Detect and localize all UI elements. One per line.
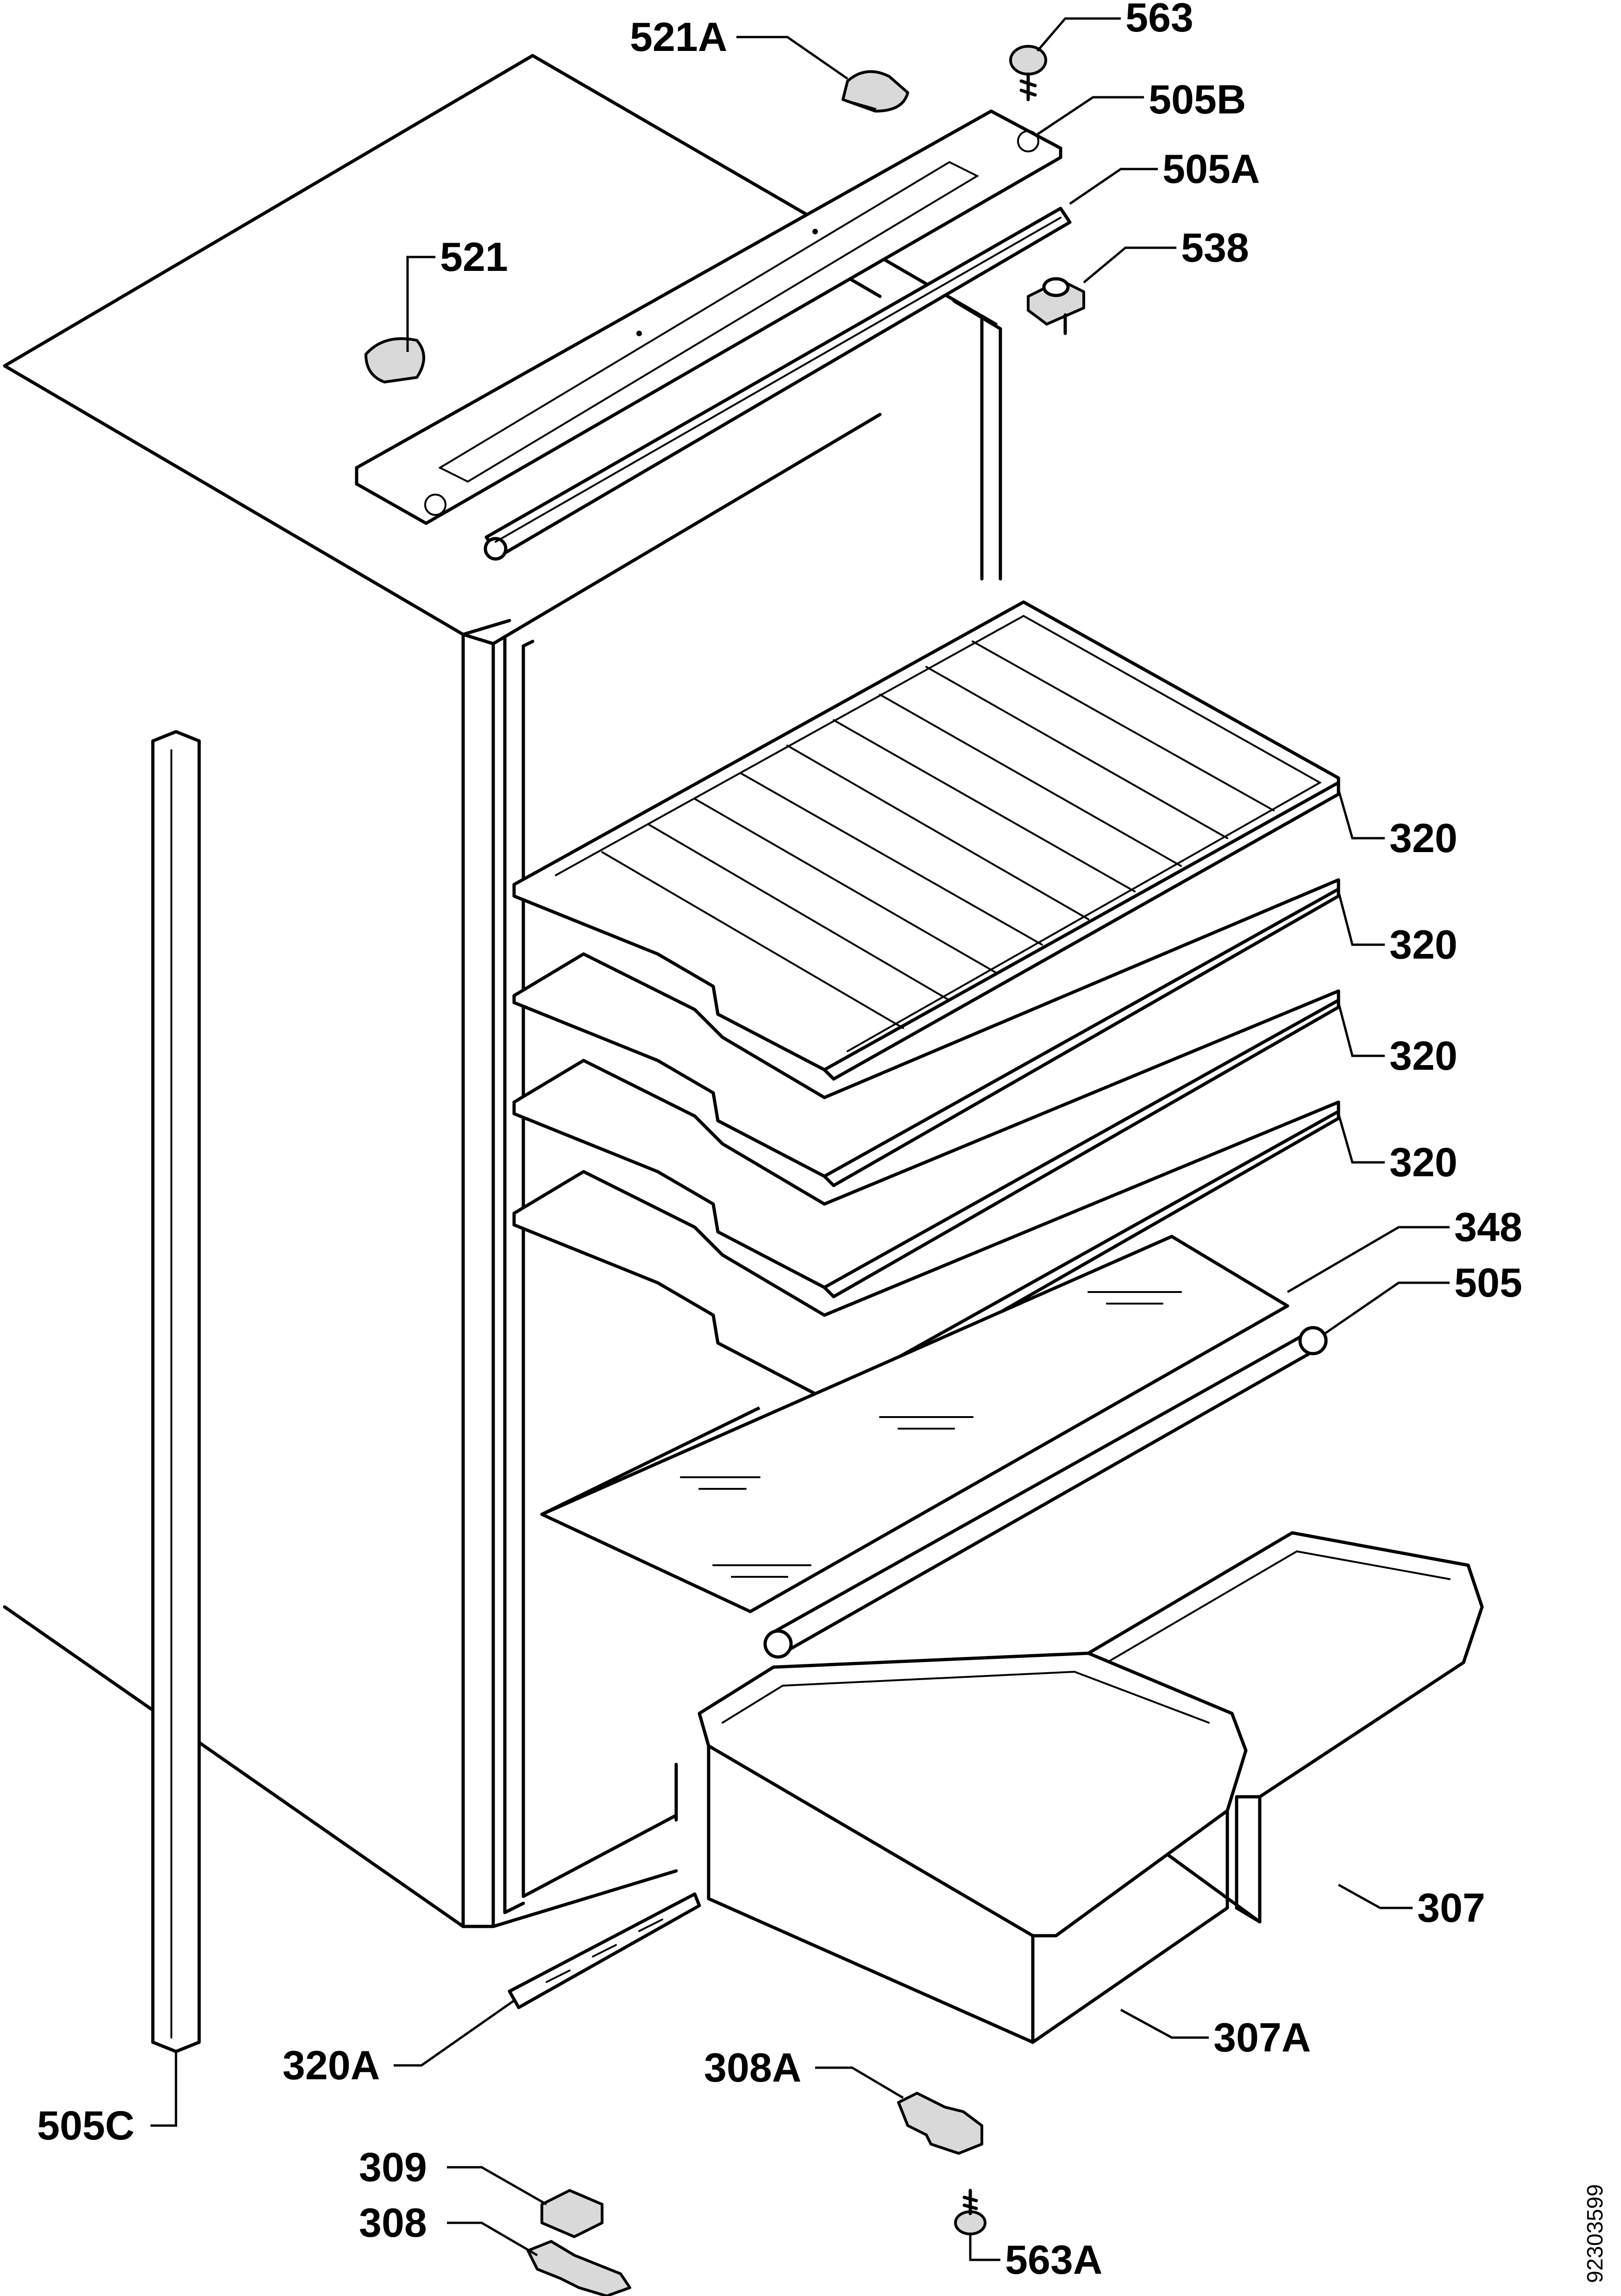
screw-563a xyxy=(954,2189,986,2235)
glass-plate-348 xyxy=(540,1235,1289,1613)
label-309: 309 xyxy=(359,2144,427,2190)
rail-320a xyxy=(508,1892,701,2009)
document-number: 92303599 xyxy=(1583,2184,1608,2283)
label-563: 563 xyxy=(1125,0,1194,40)
block-309 xyxy=(540,2189,603,2238)
label-320-3: 320 xyxy=(1389,1033,1458,1079)
label-348: 348 xyxy=(1454,1204,1522,1250)
part-labels: 563 521A 505B 505A 538 521 320 320 320 3… xyxy=(37,0,1522,2283)
shelf-320-2 xyxy=(512,878,1340,1187)
hinge-538 xyxy=(1027,277,1085,335)
cap-521 xyxy=(364,337,425,383)
label-505b: 505B xyxy=(1149,76,1246,122)
leader-lines xyxy=(151,17,1450,2261)
label-320-1: 320 xyxy=(1389,815,1458,861)
label-320-2: 320 xyxy=(1389,922,1458,967)
label-320a: 320A xyxy=(283,2042,380,2088)
bracket-308 xyxy=(527,2240,631,2296)
label-505c: 505C xyxy=(37,2102,134,2148)
hinge-rail-505b xyxy=(355,109,1062,525)
bracket-308a xyxy=(897,2092,983,2155)
gasket-strip-505c xyxy=(151,730,201,2053)
label-505a: 505A xyxy=(1162,146,1260,192)
shelf-320-top xyxy=(512,600,1340,1081)
label-307: 307 xyxy=(1417,1885,1485,1931)
gasket-505 xyxy=(763,1326,1328,1659)
label-521a: 521A xyxy=(630,14,727,60)
screw-563 xyxy=(1009,45,1047,101)
cap-521a xyxy=(842,70,909,113)
label-521: 521 xyxy=(440,234,508,280)
label-320-4: 320 xyxy=(1389,1139,1458,1185)
label-505: 505 xyxy=(1454,1260,1522,1305)
shelf-320-3 xyxy=(512,989,1340,1299)
label-538: 538 xyxy=(1181,225,1249,270)
drawer-307a xyxy=(697,1651,1248,2044)
label-308: 308 xyxy=(359,2200,427,2246)
label-308a: 308A xyxy=(704,2045,801,2090)
label-563a: 563A xyxy=(1005,2237,1102,2283)
label-307a: 307A xyxy=(1213,2014,1311,2060)
gasket-strip-505a xyxy=(484,207,1072,561)
